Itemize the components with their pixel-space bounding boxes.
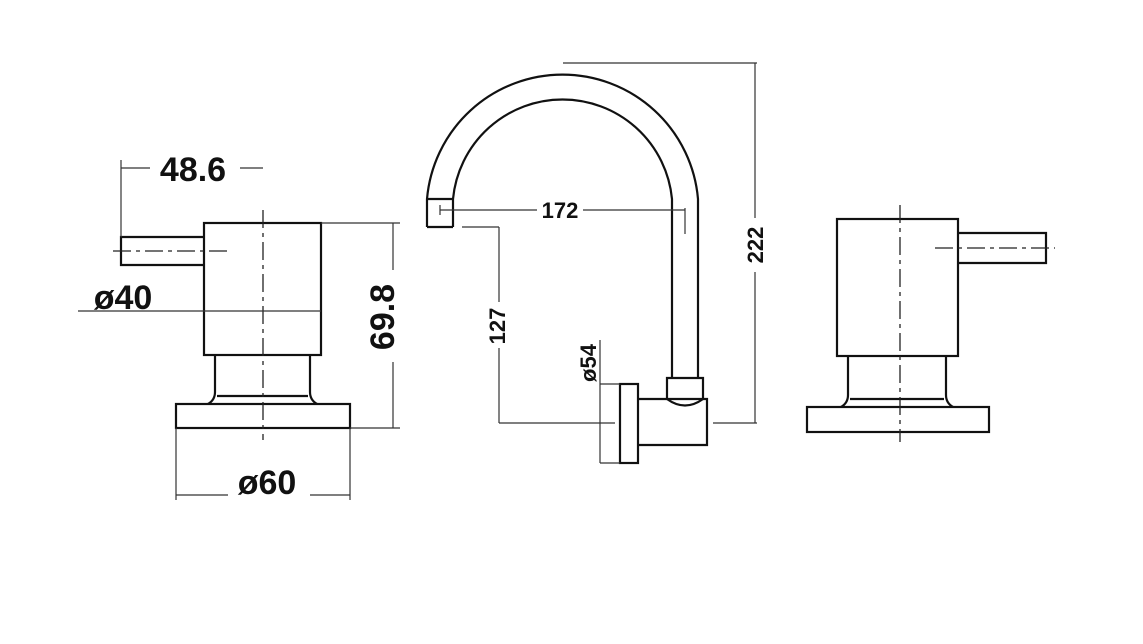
- dim-lever-offset: 48.6: [160, 151, 226, 189]
- spout-collar: [665, 376, 705, 407]
- dim-base-diameter: ø60: [238, 464, 297, 502]
- dim-total-height: 222: [743, 227, 768, 264]
- right-handle-body: [835, 217, 960, 358]
- dim-outlet-height: 127: [485, 308, 510, 345]
- dim-flange-diameter: ø54: [576, 343, 601, 382]
- spout-drawing: 172 127 ø54 222: [425, 62, 768, 465]
- dim-spout-reach: 172: [542, 198, 579, 223]
- dim-body-diameter: ø40: [94, 279, 153, 317]
- spout-outer-curve: [425, 73, 700, 378]
- spout-body: [638, 397, 709, 447]
- spout-outlet: [427, 197, 453, 229]
- dim-handle-height: 69.8: [364, 284, 402, 350]
- right-handle-neck: [840, 356, 954, 408]
- left-handle-drawing: 48.6 ø40 69.8 ø60: [78, 151, 402, 502]
- right-handle-base: [805, 405, 991, 434]
- spout-inner-curve: [451, 98, 674, 378]
- right-handle-drawing: [805, 205, 1055, 442]
- spout-flange: [618, 382, 640, 465]
